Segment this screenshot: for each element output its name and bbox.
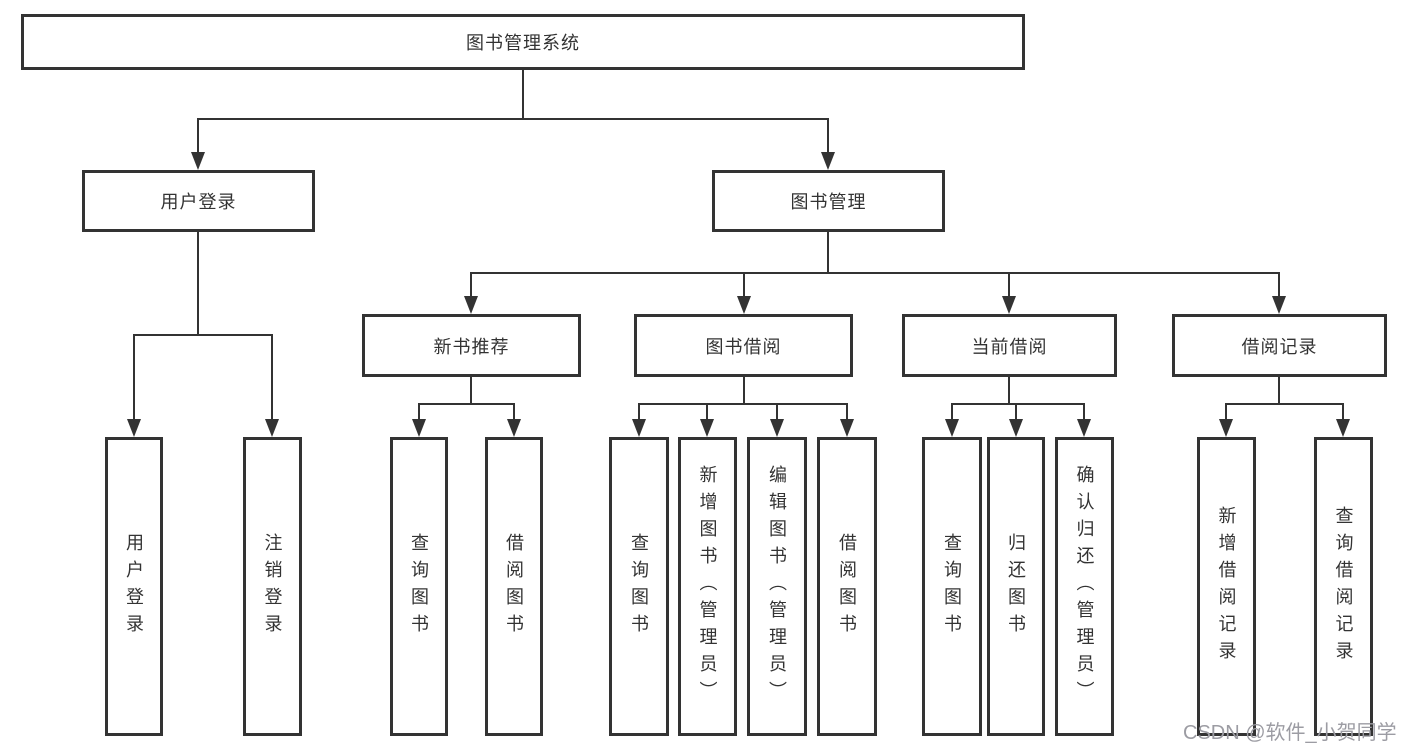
node-label: 当前借阅 [971,336,1048,357]
node-label: 查询图书 [942,532,962,641]
node-logout: 注销登录 [243,437,302,736]
node-label: 查询图书 [409,532,429,641]
node-label: 查询借阅记录 [1333,505,1354,668]
connector-user-login-stem [197,232,199,336]
connector-current-borrow-split [951,403,1085,405]
node-borrow-books-recommend: 借阅图书 [485,437,543,736]
node-label: 用户登录 [124,532,144,641]
node-label: 借阅图书 [837,532,857,641]
node-label: 图书借阅 [705,336,782,357]
connector-user-login-split [133,334,273,336]
connector-book-borrow-stem [743,377,745,405]
arrowhead-down [1219,419,1233,437]
arrowhead-down [1009,419,1023,437]
node-root-system: 图书管理系统 [21,14,1025,70]
node-add-borrow-record: 新增借阅记录 [1197,437,1256,736]
connector-new-book-split [418,403,515,405]
node-current-borrow: 当前借阅 [902,314,1117,377]
arrowhead-down [632,419,646,437]
connector-drop-query-3 [951,403,953,423]
connector-root-stem [522,70,524,119]
node-label: 新书推荐 [433,336,510,357]
connector-new-book-stem [470,377,472,405]
node-borrow-records: 借阅记录 [1172,314,1387,377]
node-query-books-current: 查询图书 [922,437,982,736]
node-label: 编辑图书（管理员） [767,465,787,708]
connector-drop-user-login [197,118,199,156]
arrowhead-down [700,419,714,437]
arrowhead-down [191,152,205,170]
connector-book-management-stem [827,232,829,274]
connector-borrow-records-split [1225,403,1344,405]
arrowhead-down [507,419,521,437]
connector-drop-logout [271,334,273,423]
connector-book-borrow-split [638,403,848,405]
node-query-books-borrow: 查询图书 [609,437,669,736]
node-label: 新增图书（管理员） [697,465,718,708]
node-label: 注销登录 [262,532,283,641]
node-label: 查询图书 [629,532,649,641]
node-user-login-action: 用户登录 [105,437,163,736]
connector-drop-new-book [470,272,472,300]
node-label: 图书管理系统 [466,33,580,53]
node-label: 借阅记录 [1241,336,1318,357]
arrowhead-down [464,296,478,314]
connector-drop-book-management [827,118,829,156]
connector-book-management-split [470,272,1280,274]
connector-borrow-records-stem [1278,377,1280,405]
connector-drop-borrow-2 [846,403,848,423]
node-book-management: 图书管理 [712,170,945,232]
arrowhead-down [1272,296,1286,314]
connector-drop-query-record [1342,403,1344,423]
connector-drop-add-record [1225,403,1227,423]
connector-drop-book-borrow [743,272,745,300]
arrowhead-down [265,419,279,437]
node-add-books-admin: 新增图书（管理员） [678,437,737,736]
node-book-borrow: 图书借阅 [634,314,853,377]
csdn-watermark: CSDN @软件_小贺同学 [1183,722,1397,744]
arrowhead-down [840,419,854,437]
node-user-login: 用户登录 [82,170,315,232]
arrowhead-down [1002,296,1016,314]
connector-drop-borrow-1 [513,403,515,423]
connector-drop-login-action [133,334,135,423]
connector-drop-borrow-records [1278,272,1280,300]
node-edit-books-admin: 编辑图书（管理员） [747,437,807,736]
node-label: 借阅图书 [504,532,524,641]
node-label: 图书管理 [790,192,867,212]
connector-drop-query-2 [638,403,640,423]
node-label: 归还图书 [1006,532,1026,641]
connector-root-split [197,118,829,120]
arrowhead-down [737,296,751,314]
node-label: 用户登录 [160,192,237,212]
connector-drop-edit-book [776,403,778,423]
node-label: 新增借阅记录 [1216,505,1237,668]
connector-drop-current-borrow [1008,272,1010,300]
node-confirm-return-admin: 确认归还（管理员） [1055,437,1114,736]
node-borrow-books: 借阅图书 [817,437,877,736]
connector-current-borrow-stem [1008,377,1010,405]
node-query-books-recommend: 查询图书 [390,437,448,736]
connector-drop-query-1 [418,403,420,423]
arrowhead-down [127,419,141,437]
node-new-book-recommend: 新书推荐 [362,314,581,377]
arrowhead-down [770,419,784,437]
connector-drop-add-book [706,403,708,423]
arrowhead-down [412,419,426,437]
arrowhead-down [821,152,835,170]
arrowhead-down [1336,419,1350,437]
arrowhead-down [945,419,959,437]
node-label: 确认归还（管理员） [1074,465,1095,708]
connector-drop-return-book [1015,403,1017,423]
arrowhead-down [1077,419,1091,437]
node-query-borrow-record: 查询借阅记录 [1314,437,1373,736]
node-return-books: 归还图书 [987,437,1045,736]
connector-drop-confirm-return [1083,403,1085,423]
